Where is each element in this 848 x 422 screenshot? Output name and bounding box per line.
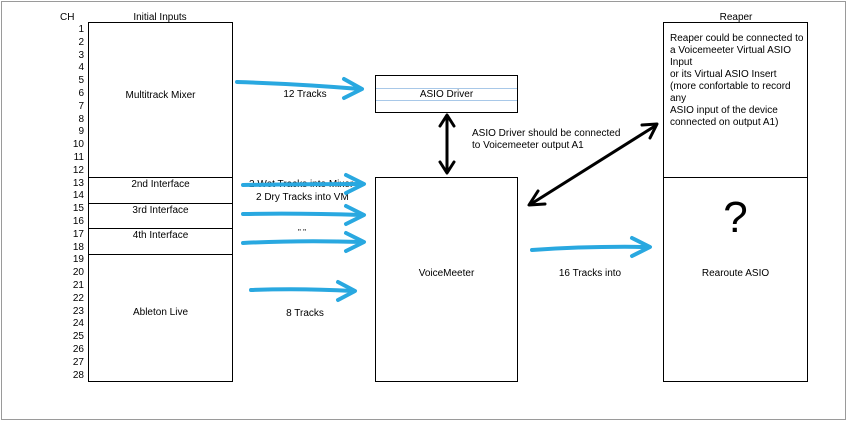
voicemeeter-to-rearoute-arrowhead bbox=[630, 236, 652, 258]
third-interface-arrowhead bbox=[344, 204, 366, 226]
fourth-interface-arrowhead bbox=[344, 231, 366, 253]
asio-connect-note-line1: ASIO Driver should be connected bbox=[472, 128, 621, 139]
channel-number: 20 bbox=[72, 267, 84, 279]
second-interface-label: 2nd Interface bbox=[131, 179, 190, 190]
channel-number: 4 bbox=[78, 62, 84, 74]
multitrack-to-asio-arrow bbox=[235, 80, 362, 91]
channel-number: 8 bbox=[78, 113, 84, 125]
channel-number: 5 bbox=[78, 75, 84, 87]
channel-number: 11 bbox=[73, 152, 84, 163]
channel-number: 25 bbox=[72, 331, 84, 343]
multitrack-mixer-label: Multitrack Mixer bbox=[125, 90, 196, 101]
channel-number: 13 bbox=[72, 177, 84, 189]
channel-number: 26 bbox=[72, 344, 84, 355]
reaper-notes: Reaper could be connected to a Voicemeet… bbox=[670, 33, 807, 129]
initial-inputs-header: Initial Inputs bbox=[133, 12, 187, 23]
reaper-note-line: ASIO input of the device bbox=[670, 105, 778, 116]
channel-number: 6 bbox=[78, 88, 84, 99]
asio-driver-box: ASIO Driver bbox=[375, 75, 518, 113]
question-mark: ? bbox=[723, 193, 748, 242]
third-interface-label: 3rd Interface bbox=[132, 205, 189, 216]
channel-number: 22 bbox=[72, 292, 84, 304]
third-interface-arrow bbox=[241, 211, 364, 217]
reaper-note-line: Reaper could be connected to bbox=[670, 33, 804, 44]
asio-connect-note-line2: to Voicemeeter output A1 bbox=[472, 140, 584, 151]
channel-number: 28 bbox=[72, 369, 84, 381]
channel-number: 18 bbox=[72, 241, 84, 253]
channel-number: 16 bbox=[72, 216, 84, 227]
channel-number: 7 bbox=[78, 100, 84, 112]
fourth-interface-label: 4th Interface bbox=[132, 230, 189, 241]
fourth-interface-arrow bbox=[241, 239, 364, 245]
reaper-note-line: (more confortable to record any bbox=[670, 81, 791, 104]
ch-header: CH bbox=[60, 12, 75, 23]
voicemeeter-box: VoiceMeeter bbox=[375, 177, 518, 382]
channel-number: 10 bbox=[72, 139, 84, 151]
voicemeeter-reaper-arrowhead-top bbox=[640, 122, 659, 140]
voicemeeter-reaper-double-arrow bbox=[529, 124, 657, 206]
multitrack-to-asio-arrowhead bbox=[342, 77, 364, 100]
channel-number: 24 bbox=[72, 318, 84, 330]
second-interface-arrowhead bbox=[344, 173, 366, 195]
channel-number: 23 bbox=[72, 305, 84, 317]
reaper-notes-box: Reaper could be connected to a Voicemeet… bbox=[663, 22, 808, 178]
channel-number: 14 bbox=[72, 190, 84, 202]
channel-number: 15 bbox=[72, 203, 84, 215]
voicemeeter-reaper-arrowhead-bottom bbox=[527, 189, 547, 207]
rearoute-label: Rearoute ASIO bbox=[701, 268, 770, 279]
reaper-note-line: connected on output A1) bbox=[670, 117, 779, 128]
channel-number: 19 bbox=[72, 254, 84, 266]
ditto-label: " " bbox=[298, 228, 306, 237]
channel-number: 12 bbox=[72, 164, 84, 176]
asio-voicemeeter-arrowhead-bottom bbox=[438, 160, 456, 175]
reaper-note-line: or its Virtual ASIO Insert bbox=[670, 69, 777, 80]
reaper-note-line: a Voicemeeter Virtual ASIO Input bbox=[670, 45, 791, 68]
channel-number: 2 bbox=[78, 36, 84, 48]
sixteen-tracks-label: 16 Tracks into bbox=[558, 268, 622, 279]
voicemeeter-label: VoiceMeeter bbox=[418, 268, 475, 279]
ableton-live-box: Ableton Live bbox=[88, 254, 233, 382]
ableton-live-label: Ableton Live bbox=[132, 307, 189, 318]
reaper-header: Reaper bbox=[719, 12, 753, 23]
channel-number: 21 bbox=[72, 280, 84, 291]
asio-driver-divider bbox=[376, 100, 517, 101]
rearoute-box: ? Rearoute ASIO bbox=[663, 177, 808, 382]
asio-driver-divider bbox=[376, 88, 517, 89]
multitrack-mixer-box: Multitrack Mixer bbox=[88, 22, 233, 178]
channel-number: 27 bbox=[72, 356, 84, 368]
ableton-arrowhead bbox=[336, 280, 357, 302]
dry-tracks-label: 2 Dry Tracks into VM bbox=[256, 192, 349, 203]
twelve-tracks-label: 12 Tracks bbox=[283, 89, 327, 100]
channel-number: 3 bbox=[78, 49, 84, 61]
second-interface-arrow bbox=[241, 182, 364, 187]
channel-number: 1 bbox=[78, 24, 84, 35]
channel-number: 17 bbox=[72, 228, 84, 240]
eight-tracks-label: 8 Tracks bbox=[286, 308, 324, 319]
ableton-arrow bbox=[249, 287, 355, 293]
channel-number: 9 bbox=[78, 126, 84, 138]
voicemeeter-to-rearoute-arrow bbox=[530, 244, 650, 252]
asio-voicemeeter-arrowhead-top bbox=[438, 113, 456, 128]
asio-driver-label: ASIO Driver bbox=[419, 89, 474, 100]
